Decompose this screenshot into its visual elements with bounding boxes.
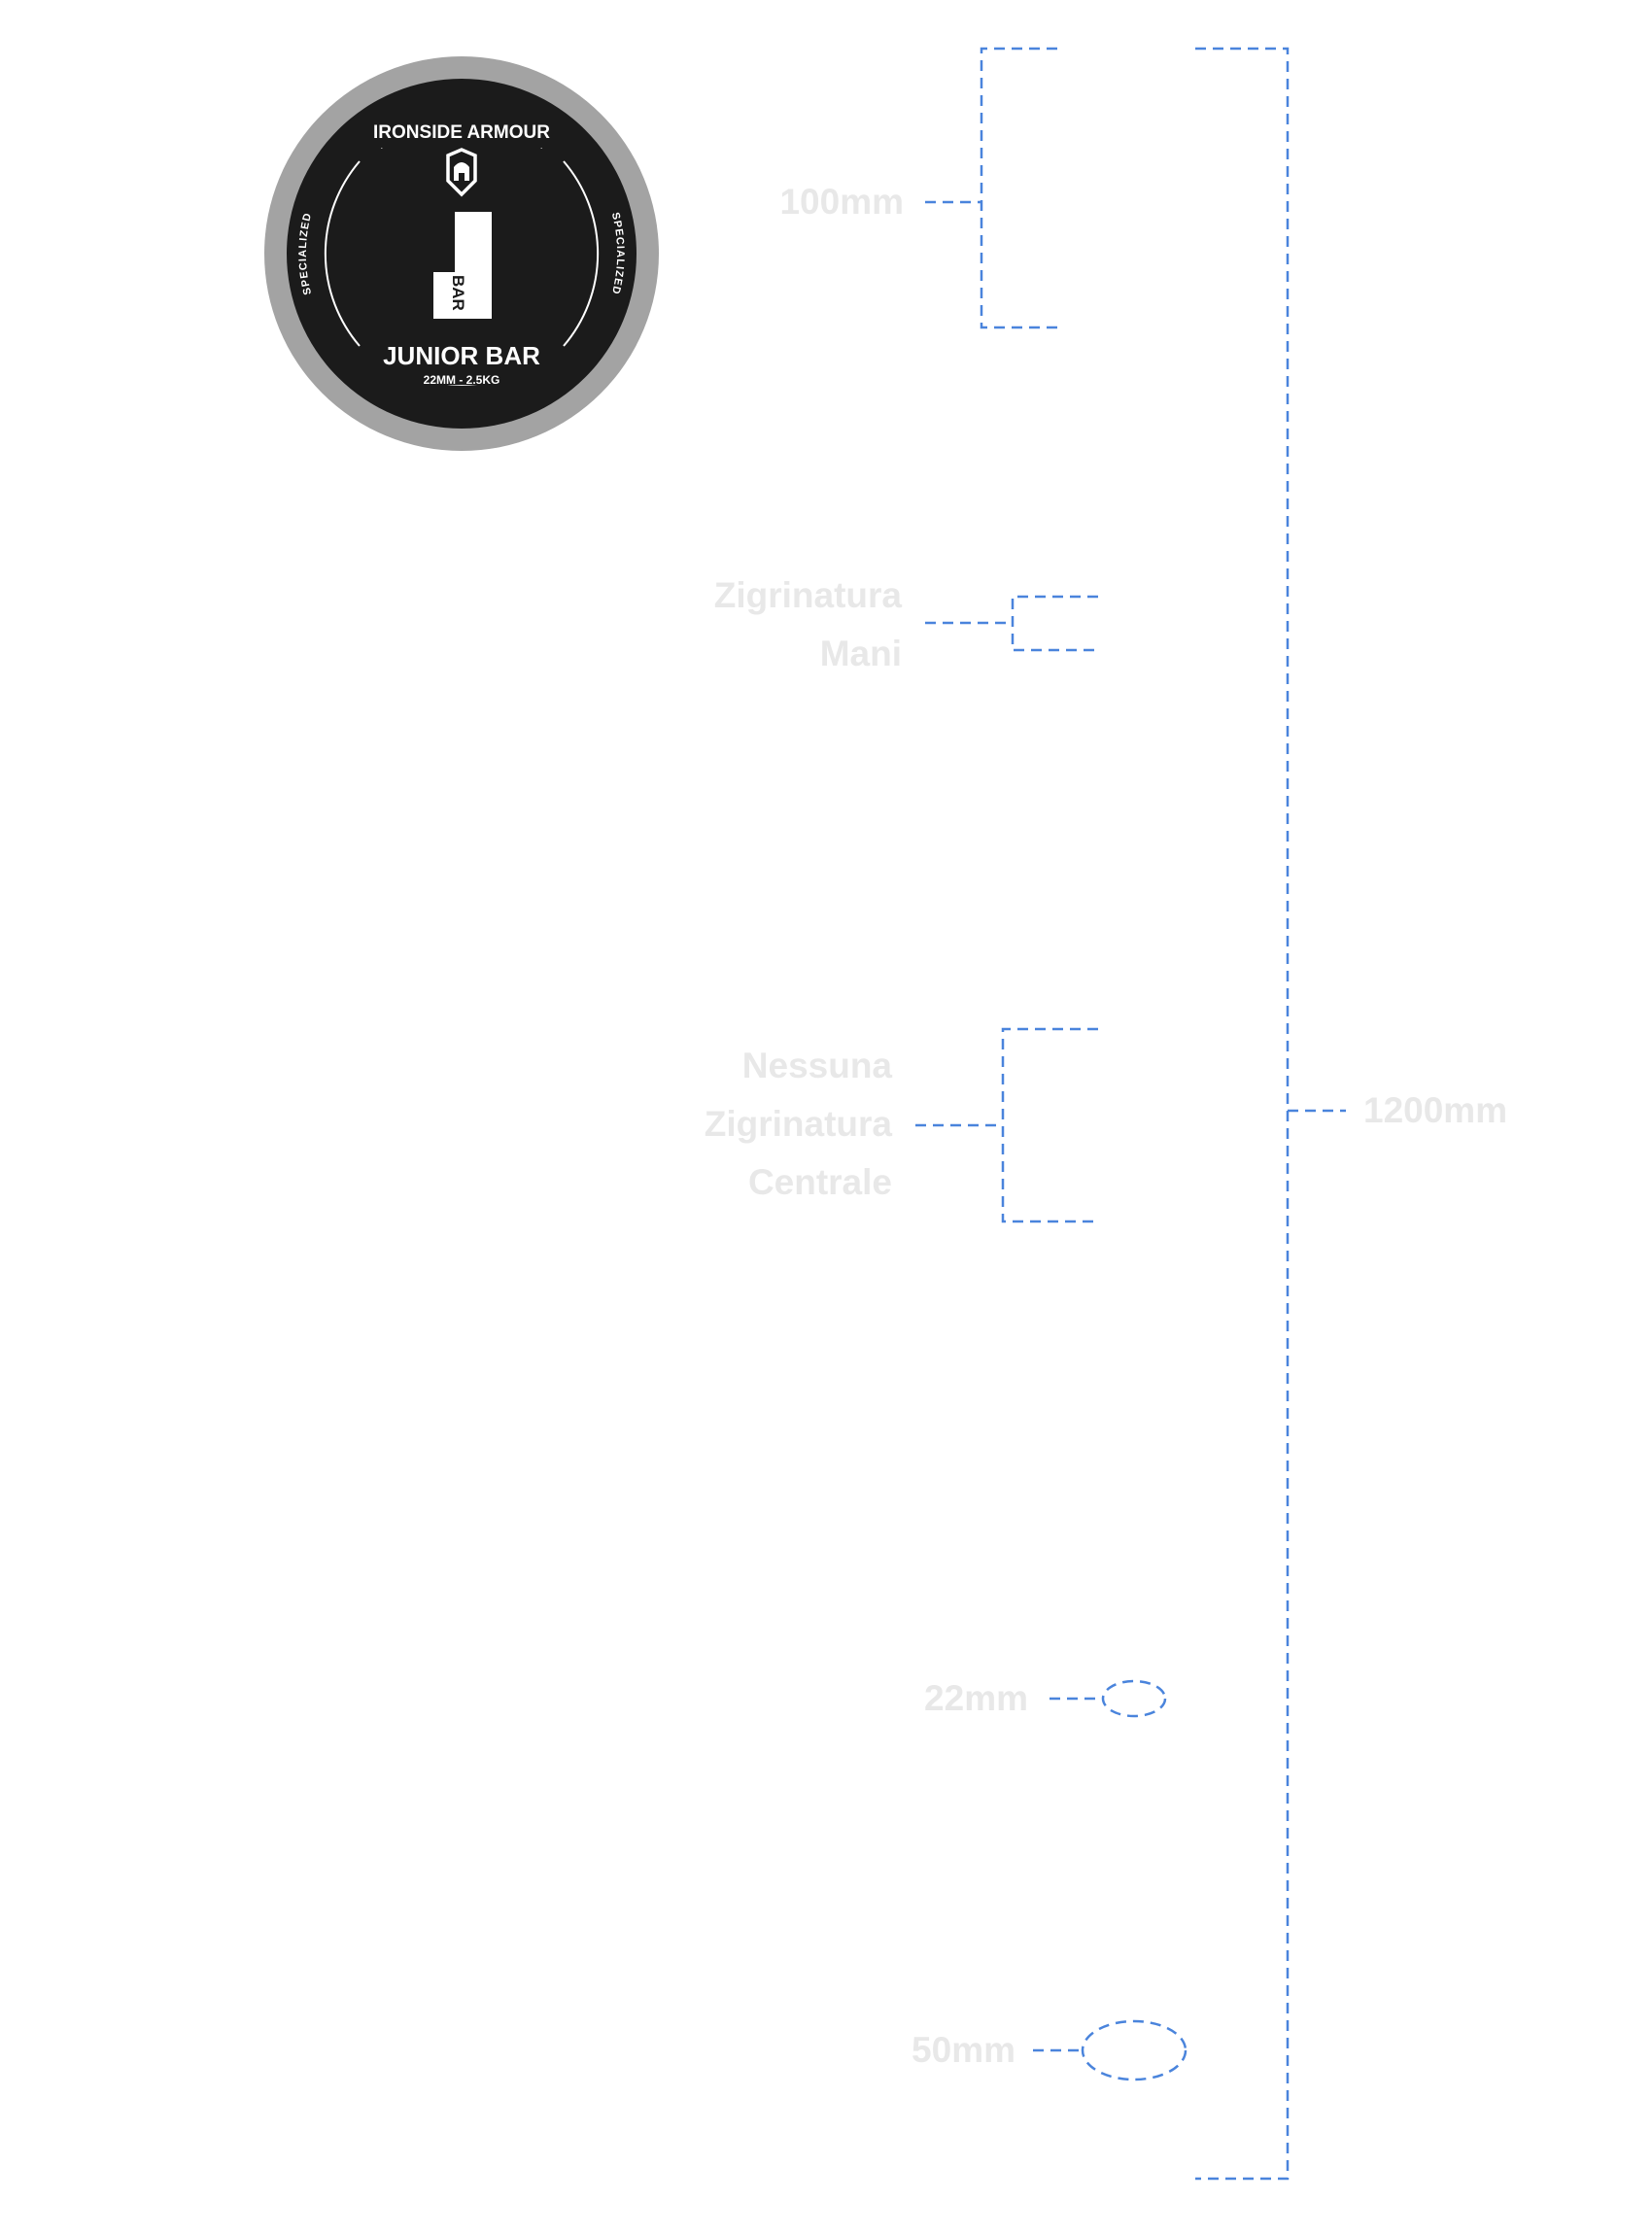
sleeve-diameter-circle [1081, 2019, 1187, 2081]
badge-inner-arc-left [324, 160, 361, 347]
center-no-knurl-label-line1: Nessuna [741, 1046, 892, 1085]
badge-side-text-right: SPECIALIZED [609, 211, 626, 295]
junior-bar-badge: IRONSIDE ARMOUR SPECIALIZED SPECIALIZED … [264, 56, 659, 451]
shaft-diameter-circle [1101, 1679, 1167, 1718]
monogram-bar-text: BAR [449, 275, 467, 311]
spartan-helmet-icon [446, 148, 477, 197]
total-length-label: 1200mm [1363, 1090, 1508, 1130]
sleeve-diameter-label: 50mm [912, 2030, 1015, 2070]
center-no-knurl-label-line2: Zigrinatura [704, 1104, 892, 1144]
hand-knurl-label-line1: Zigrinatura [713, 575, 902, 615]
badge-side-text-left: SPECIALIZED [297, 211, 314, 295]
sleeve-length-label: 100mm [779, 182, 904, 222]
shaft-diameter-label: 22mm [924, 1678, 1028, 1718]
center-no-knurl-label-line3: Centrale [747, 1162, 892, 1202]
badge-inner-arc-right [563, 160, 600, 347]
sleeve-length-bracket [980, 47, 1057, 329]
badge-title: JUNIOR BAR [383, 341, 540, 370]
total-length-bracket [1195, 47, 1290, 2181]
center-no-knurl-bracket [1001, 1027, 1098, 1223]
hand-knurl-bracket [1011, 595, 1098, 652]
badge-brand: IRONSIDE ARMOUR [373, 122, 550, 143]
hand-knurl-label-line2: Mani [819, 634, 902, 673]
j-bar-monogram: BAR [433, 212, 492, 319]
badge-subtitle: 22MM - 2.5KG [424, 373, 500, 387]
